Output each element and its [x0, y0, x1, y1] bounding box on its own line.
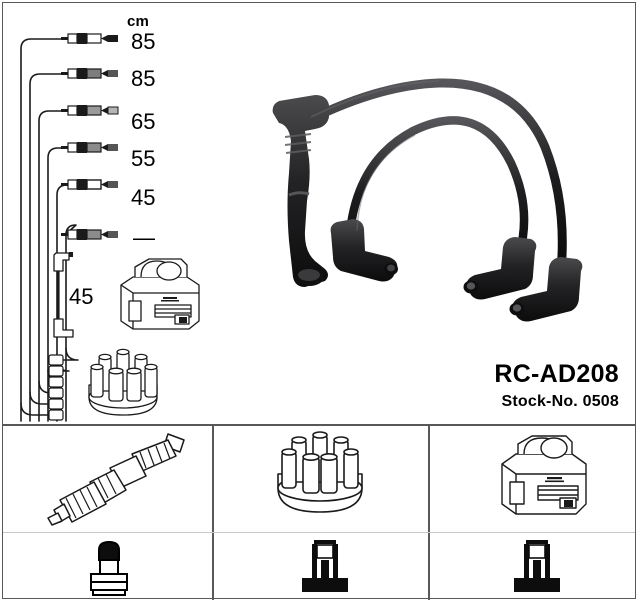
- ignition-coil-panel-drawing: [492, 432, 596, 520]
- distributor-terminal-symbol: [296, 538, 354, 598]
- panel-divider-horizontal: [3, 424, 635, 426]
- length-value-4: 55: [131, 146, 156, 171]
- main-panel: cm 85 85 65 55 45 — 45: [3, 3, 635, 424]
- panel-divider-vertical-2: [428, 425, 430, 600]
- coil-lead-length: 45: [69, 284, 94, 309]
- spark-plug-terminal-symbol: [80, 538, 138, 598]
- panel-divider-vertical-1: [212, 425, 214, 600]
- connector-row-4: [61, 140, 123, 156]
- spark-plug-drawing: [36, 430, 196, 528]
- length-value-3: 65: [131, 109, 156, 134]
- product-code: RC-AD208: [494, 360, 619, 388]
- length-value-2: 85: [131, 66, 156, 91]
- coil-terminal-symbol: [508, 538, 566, 598]
- connector-row-6: [61, 227, 123, 243]
- wire-harness-schematic: [3, 3, 253, 423]
- connector-row-5: [61, 177, 123, 193]
- length-value-6: —: [133, 225, 155, 250]
- ignition-coil-drawing: [111, 255, 209, 335]
- connector-row-1: [61, 31, 123, 47]
- stock-number: Stock-No. 0508: [501, 393, 619, 410]
- connector-row-3: [61, 103, 123, 119]
- cable-set-photo: [249, 55, 635, 355]
- distributor-cap-drawing: [75, 347, 171, 423]
- unit-header: cm: [127, 13, 150, 30]
- connector-row-2: [61, 66, 123, 82]
- length-value-1: 85: [131, 29, 156, 54]
- length-value-5: 45: [131, 185, 156, 210]
- coil-lead-schematic: [47, 251, 93, 341]
- panel-sub-divider: [3, 532, 635, 533]
- distributor-cap-panel-drawing: [264, 430, 376, 522]
